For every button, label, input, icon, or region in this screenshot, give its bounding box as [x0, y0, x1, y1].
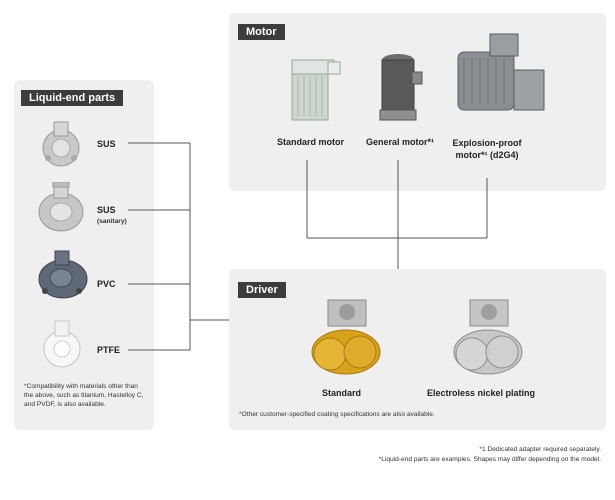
- ptfe-part-image: [43, 320, 81, 368]
- standard-motor-label: Standard motor: [277, 137, 345, 147]
- driver-note: *Other customer-specified coating specif…: [239, 411, 435, 418]
- liquid-end-heading: Liquid-end parts: [21, 90, 124, 106]
- motor-heading: Motor: [238, 24, 285, 40]
- general-motor-label: General motor*¹: [366, 137, 435, 147]
- nickel-driver-label: Electroless nickel plating: [427, 388, 536, 398]
- sus-label: SUS: [97, 139, 116, 149]
- ptfe-label: PTFE: [97, 345, 121, 355]
- examples-footnote: *Liquid-end parts are examples. Shapes m…: [378, 456, 601, 463]
- standard-driver-label: Standard: [322, 388, 362, 398]
- liquid-end-note: *Compatibility with materials other than…: [24, 383, 144, 408]
- pvc-label: PVC: [97, 279, 116, 289]
- adapter-footnote: *1 Dedicated adapter required separately…: [479, 446, 601, 453]
- explosion-proof-motor-image: [457, 33, 545, 111]
- standard-driver-image: [311, 299, 381, 375]
- liquid-end-panel: [14, 80, 154, 430]
- sus-sanitary-label: SUS: [97, 205, 116, 215]
- general-motor-image: [379, 54, 423, 121]
- driver-heading: Driver: [238, 282, 286, 298]
- standard-motor-image: [291, 59, 341, 121]
- nickel-driver-image: [453, 299, 523, 375]
- sus-part-image: [42, 121, 80, 167]
- explosion-proof-motor-label: Explosion-proof motor*¹ (d2G4): [452, 138, 522, 160]
- sus-sanitary-part-image: [38, 182, 84, 232]
- driver-panel: [229, 269, 606, 430]
- sus-sanitary-sublabel: (sanitary): [97, 218, 127, 225]
- pvc-part-image: [38, 250, 88, 299]
